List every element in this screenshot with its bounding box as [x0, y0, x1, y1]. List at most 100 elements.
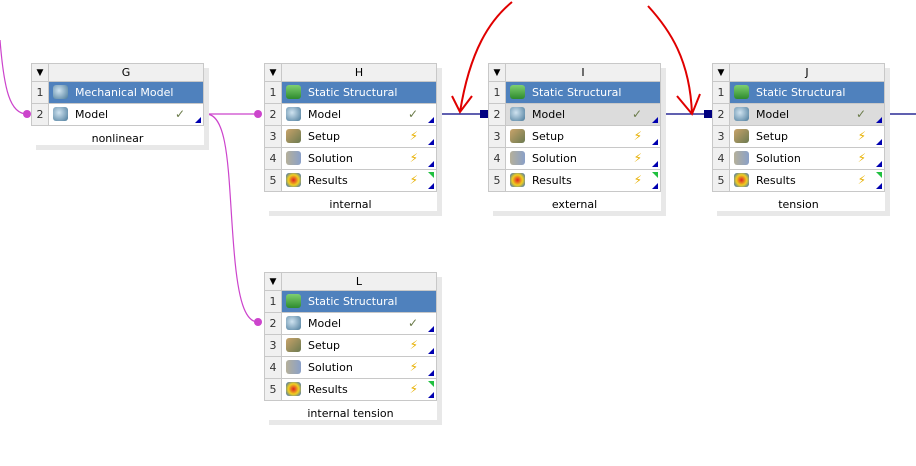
system-menu-arrow[interactable]: ▼ [264, 272, 282, 291]
up-to-date-check-icon: ✓ [174, 107, 185, 121]
cell-number: 1 [712, 81, 730, 104]
share-link-incoming [0, 39, 28, 115]
cell-corner-icon [876, 139, 882, 145]
cell-corner-icon [876, 117, 882, 123]
cell-corner-icon [652, 161, 658, 167]
cell-number: 4 [264, 356, 282, 379]
model-icon [286, 107, 301, 121]
cell-corner-icon [652, 139, 658, 145]
cell-number: 1 [264, 81, 282, 104]
link-dot-g [23, 110, 31, 118]
cell-number: 5 [264, 378, 282, 401]
cell-label: Model [308, 108, 342, 121]
update-required-bolt-icon: ⚡ [409, 129, 418, 143]
cell-corner-icon [876, 183, 882, 189]
system-name[interactable]: external [551, 198, 598, 211]
cell-corner-icon [428, 139, 434, 145]
model-icon [286, 316, 301, 330]
cell-label: Static Structural [532, 86, 622, 99]
system-menu-arrow[interactable]: ▼ [712, 63, 730, 82]
results-icon [734, 173, 749, 187]
model-icon [53, 107, 68, 121]
link-dot-h [254, 110, 262, 118]
cell-label: Solution [308, 152, 353, 165]
cell-label: Solution [756, 152, 801, 165]
link-square-i [480, 110, 488, 118]
results-icon [510, 173, 525, 187]
system-id: G [48, 63, 204, 82]
cell-number: 2 [712, 103, 730, 126]
solution-icon [734, 151, 749, 165]
cell-corner-icon [195, 117, 201, 123]
cell-number: 1 [264, 290, 282, 313]
results-icon [286, 382, 301, 396]
cell-row-static-structural[interactable]: 1 Static Structural [264, 81, 437, 104]
cell-number: 3 [488, 125, 506, 148]
cell-label: Solution [308, 361, 353, 374]
cell-label: Setup [532, 130, 565, 143]
cell-number: 2 [488, 103, 506, 126]
model-icon [510, 107, 525, 121]
cell-number: 1 [31, 81, 49, 104]
cell-label: Model [75, 108, 109, 121]
cell-corner-icon [428, 183, 434, 189]
system-menu-arrow[interactable]: ▼ [488, 63, 506, 82]
link-square-j [704, 110, 712, 118]
system-menu-arrow[interactable]: ▼ [264, 63, 282, 82]
system-name[interactable]: internal tension [307, 407, 394, 420]
system-id: I [505, 63, 661, 82]
system-id: J [729, 63, 885, 82]
cell-number: 4 [488, 147, 506, 170]
cell-number: 4 [264, 147, 282, 170]
cell-row-setup[interactable]: 3 Setup ⚡ [264, 125, 437, 148]
cell-corner-icon [652, 117, 658, 123]
up-to-date-check-icon: ✓ [855, 107, 866, 121]
cell-row-setup[interactable]: 3 Setup ⚡ [488, 125, 661, 148]
system-name[interactable]: nonlinear [91, 132, 144, 145]
cell-number: 5 [264, 169, 282, 192]
system-id: H [281, 63, 437, 82]
update-required-bolt-icon: ⚡ [409, 173, 418, 187]
update-required-bolt-icon: ⚡ [409, 338, 418, 352]
system-name[interactable]: tension [778, 198, 819, 211]
cell-number: 3 [264, 125, 282, 148]
cell-label: Results [532, 174, 572, 187]
setup-icon [286, 129, 301, 143]
cell-number: 3 [712, 125, 730, 148]
system-name[interactable]: internal [329, 198, 372, 211]
cell-label: Model [308, 317, 342, 330]
cell-label: Setup [308, 130, 341, 143]
share-link-g-l [205, 113, 259, 323]
up-to-date-check-icon: ✓ [407, 107, 418, 121]
update-required-bolt-icon: ⚡ [633, 129, 642, 143]
up-to-date-check-icon: ✓ [631, 107, 642, 121]
update-required-bolt-icon: ⚡ [409, 382, 418, 396]
cell-row-model[interactable]: 2 Model ✓ [31, 103, 204, 126]
cell-number: 2 [31, 103, 49, 126]
system-menu-arrow[interactable]: ▼ [31, 63, 49, 82]
cell-label: Static Structural [308, 86, 398, 99]
